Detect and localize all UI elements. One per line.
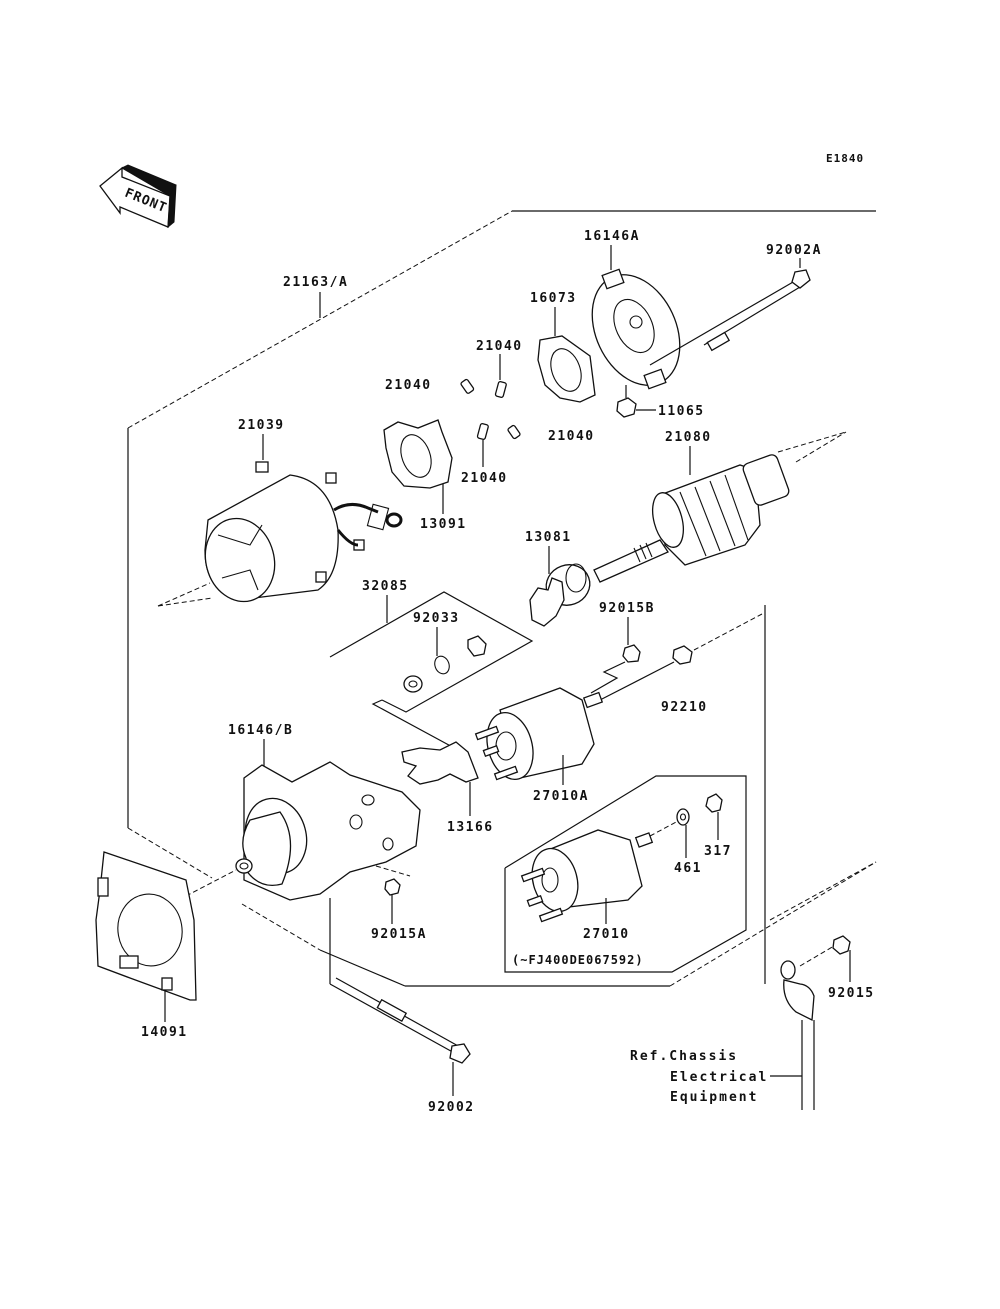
ref-chassis-line2: Electrical: [670, 1070, 768, 1085]
label-92015a: 92015A: [371, 927, 427, 942]
washer-part: [403, 675, 423, 693]
nut-317: [705, 793, 723, 813]
end-cover-16146a: [591, 268, 681, 390]
pinion-clutch-13081: [529, 563, 591, 627]
brush-holder-13091: [383, 419, 453, 489]
label-21040-right: 21040: [548, 429, 595, 444]
label-21163a: 21163/A: [283, 275, 348, 290]
label-14091: 14091: [141, 1025, 188, 1040]
ref-chassis-line1: Ref.Chassis: [630, 1049, 738, 1064]
label-13081: 13081: [525, 530, 572, 545]
solenoid-27010a: [474, 687, 604, 781]
label-21039: 21039: [238, 418, 285, 433]
bolt-92002: [329, 977, 471, 1064]
label-32085: 32085: [362, 579, 409, 594]
label-92210: 92210: [661, 700, 708, 715]
assembly-outline: [127, 210, 877, 987]
cable-terminal: [780, 960, 815, 1110]
label-13091: 13091: [420, 517, 467, 532]
nut-92210: [672, 645, 693, 665]
gasket-14091: [95, 851, 197, 1001]
nut-11065: [616, 397, 637, 418]
ring-92033: [434, 655, 450, 675]
label-16146a: 16146A: [584, 229, 640, 244]
label-13166: 13166: [447, 820, 494, 835]
nut-92015a: [384, 878, 401, 896]
lever-13166: [401, 741, 479, 785]
label-92033: 92033: [413, 611, 460, 626]
label-21080: 21080: [665, 430, 712, 445]
housing-16146b: [235, 761, 421, 901]
solenoid-27010: [520, 829, 654, 923]
label-461: 461: [674, 861, 702, 876]
label-317: 317: [704, 844, 732, 859]
label-92002a: 92002A: [766, 243, 822, 258]
brush-spring-4: [507, 424, 521, 440]
label-21040-top: 21040: [476, 339, 523, 354]
brush-spring-2: [494, 381, 507, 398]
collar-part: [467, 635, 487, 657]
ref-chassis-line3: Equipment: [670, 1090, 758, 1105]
solenoid-variant-box: [504, 775, 747, 973]
label-21040-bottom: 21040: [461, 471, 508, 486]
brush-spring-3: [476, 423, 489, 440]
label-11065: 11065: [658, 404, 705, 419]
label-92002: 92002: [428, 1100, 475, 1115]
label-92015b: 92015B: [599, 601, 655, 616]
washer-461: [676, 808, 690, 826]
through-bolt-92002a: [649, 269, 811, 366]
yoke-21039: [204, 461, 403, 603]
label-16073: 16073: [530, 291, 577, 306]
label-16146b: 16146/B: [228, 723, 293, 738]
label-27010a: 27010A: [533, 789, 589, 804]
gasket-plate-16073: [537, 335, 596, 403]
washer-hole: [408, 680, 418, 688]
label-92015: 92015: [828, 986, 875, 1001]
brush-spring-1: [460, 378, 475, 394]
kit-32085-outline: [329, 591, 534, 751]
nut-92015: [832, 935, 851, 955]
diagram-code: E1840: [826, 152, 864, 165]
front-arrow-icon: FRONT: [99, 164, 177, 229]
nut-92015b: [622, 644, 641, 663]
label-21040-left: 21040: [385, 378, 432, 393]
armature-21080: [593, 454, 790, 583]
label-27010: 27010: [583, 927, 630, 942]
serial-note: (~FJ400DE067592): [512, 953, 644, 967]
